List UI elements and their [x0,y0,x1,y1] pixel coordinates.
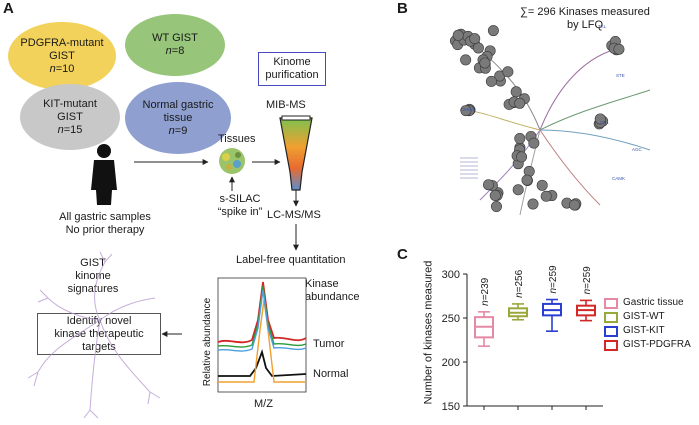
kinase-dot [489,189,501,201]
panel-a-label: A [3,0,14,17]
panel-b-label: B [397,0,408,17]
kinase-dot [490,201,502,213]
legend-swatch [604,311,618,323]
kinome-tree-title: ∑= 296 Kinases measured by LFQ [520,6,650,31]
samples-line2: No prior therapy [65,224,145,236]
person-icon [91,144,117,205]
kinase-dot [469,33,481,45]
mz-label: M/Z [254,398,273,410]
kinase-dot [528,137,540,149]
kinase-dot [510,86,522,98]
group-n-label: n=8 [165,45,185,57]
normal-trace-black [218,348,307,377]
tumor-trace-blue [217,289,307,352]
kinase-dot [485,75,497,87]
kinase-dot [452,29,464,41]
legend-item: GIST-KIT [604,325,691,337]
group-name-line2: GIST [49,49,75,62]
tumor-trace-red [217,281,307,344]
kinase-dot [516,151,528,163]
kinase-dot [460,105,472,117]
kinase-abundance-label: Kinase abundance [305,278,360,303]
n-label: n=239 [480,277,491,306]
panel-c-label: C [397,246,408,263]
kinase-group-label: STE [616,73,625,78]
kinase-dot [460,54,472,66]
group-name-line2: GIST [57,110,83,123]
spectrum-plot [217,277,307,393]
kinase-dot [568,199,580,211]
group-name-line1: WT GIST [152,32,198,44]
samples-line1: All gastric samples [59,211,151,223]
kinase-dot [512,184,524,196]
group-name-line2: tissue [163,111,193,124]
kinase-dot [613,43,625,55]
kinase-dot [479,57,491,69]
kinase-dots [449,25,625,213]
group-name-line1: Normal gastric [142,98,214,111]
group-ellipse-normal: Normal gastric tissue n=9 [125,82,231,154]
legend-swatch [604,339,618,351]
kinase-dot [521,174,533,186]
tissue-sample-icon [219,148,245,174]
lcms-label: LC-MS/MS [267,209,321,221]
group-name-line1: PDGFRA-mutant [20,36,104,49]
silac-label: s-SILAC “spike in” [217,193,263,218]
legend: Gastric tissue GIST-WT GIST-KIT GIST-PDG… [604,297,691,351]
group-n-label: n=9 [168,124,188,137]
kinase-legend-lines [460,157,478,179]
group-name-line1: KIT-mutant [43,97,97,110]
kinase-group-label: CAMK [612,176,625,181]
kinase-dot [514,97,526,109]
kinase-group-label: CK1 [600,120,609,125]
kinase-group-label: TKL [598,24,607,29]
tumor-trace-green [217,285,307,348]
legend-item: Gastric tissue [604,297,691,309]
y-tick-label: 200 [442,357,460,369]
kinase-dot [487,25,499,37]
tissues-label: Tissues [218,133,256,145]
legend-swatch [604,325,618,337]
n-label: n=259 [582,266,593,295]
legend-swatch [604,297,618,309]
n-label: n=259 [548,265,559,294]
kinase-dot [594,113,606,125]
box-plot-chart: 150 200 250 300 n=239 n=256 n=259 n=259 [442,265,603,413]
kinase-dot [472,42,484,54]
group-ellipse-pdgfra: PDGFRA-mutant GIST n=10 [8,22,116,90]
tumor-label: Tumor [313,338,345,350]
y-tick-label: 300 [442,269,460,281]
n-label: n=256 [514,269,525,298]
legend-item: GIST-WT [604,311,691,323]
mib-ms-label: MIB-MS [266,99,306,111]
legend-item: GIST-PDGFRA [604,339,691,351]
group-ellipse-kit: KIT-mutant GIST n=15 [20,84,120,150]
kinome-tree [459,39,651,216]
group-n-label: n=15 [57,123,83,136]
kinase-dot [536,179,548,191]
kinase-dot [502,66,514,78]
kinase-dot [514,132,526,144]
normal-label: Normal [313,368,349,380]
samples-caption: All gastric samples No prior therapy [40,211,170,237]
signatures-label: GIST kinome signatures [67,257,119,295]
group-ellipse-wt: WT GIST n=8 [125,14,225,76]
mib-ms-funnel-icon [279,115,313,191]
kinase-dot [482,179,494,191]
group-n-label: n=10 [49,62,75,75]
kinome-purification-box: Kinome purification [258,52,326,86]
kinase-dot [540,190,552,202]
lfq-label: Label-free quantitation [236,254,346,266]
kinase-dot [527,198,539,210]
kinome-tree-mini [27,251,161,419]
y-tick-label: 150 [442,401,460,413]
y-tick-label: 250 [442,313,460,325]
kinase-group-label: CMGC [461,107,475,112]
kinase-group-label: AGC [632,147,643,152]
